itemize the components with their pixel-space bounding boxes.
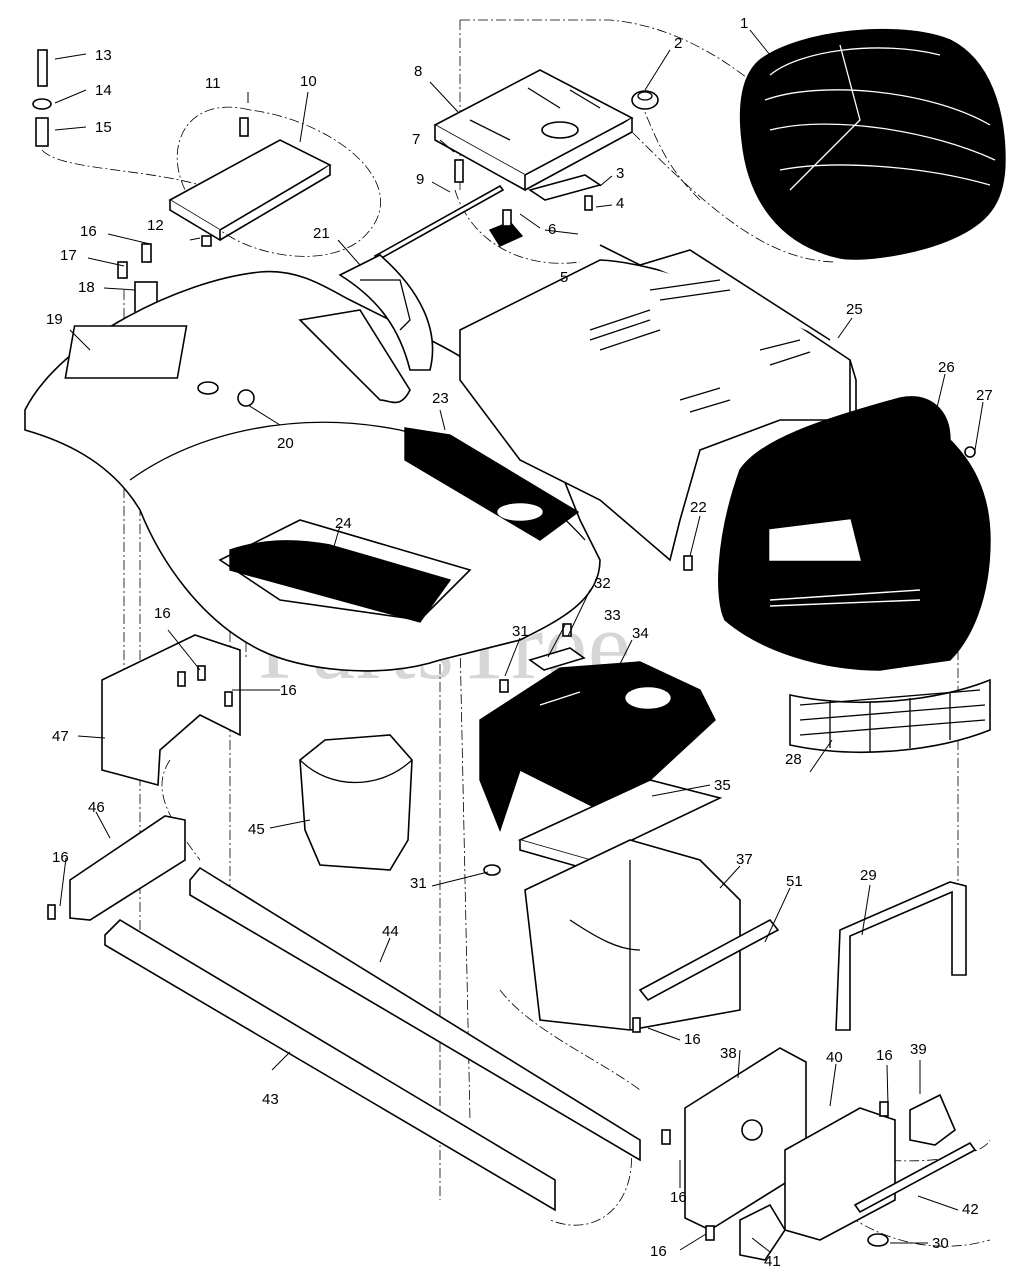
callout-27: 27 <box>976 387 993 404</box>
callout-9: 9 <box>416 171 424 188</box>
seat-bracket <box>32 49 332 247</box>
callout-35: 35 <box>714 777 731 794</box>
seat-hardware <box>373 159 602 262</box>
callout-24: 24 <box>335 515 352 532</box>
callout-40: 40 <box>826 1049 843 1066</box>
callout-38: 38 <box>720 1045 737 1062</box>
frame-rails <box>104 866 641 1212</box>
callout-37: 37 <box>736 851 753 868</box>
seat <box>739 28 1006 260</box>
callout-28: 28 <box>785 751 802 768</box>
callout-34: 34 <box>632 625 649 642</box>
callout-43: 43 <box>262 1091 279 1108</box>
callout-32: 32 <box>594 575 611 592</box>
callout-11: 11 <box>205 75 221 92</box>
callout-39: 39 <box>910 1041 927 1058</box>
callout-5: 5 <box>560 269 568 286</box>
callout-3: 3 <box>616 165 624 182</box>
callout-21: 21 <box>313 225 330 242</box>
callout-23: 23 <box>432 390 449 407</box>
callout-17: 17 <box>60 247 77 264</box>
callout-31b: 31 <box>410 875 427 892</box>
callout-10: 10 <box>300 73 317 90</box>
leader-lines <box>54 29 984 1253</box>
callout-1: 1 <box>740 15 748 32</box>
callout-16-bracket-side: 16 <box>280 682 297 699</box>
callout-42: 42 <box>962 1201 979 1218</box>
callout-2: 2 <box>674 35 682 52</box>
lift-lever-plate <box>338 254 434 371</box>
callout-16-channel: 16 <box>52 849 69 866</box>
callout-44: 44 <box>382 923 399 940</box>
callout-7: 7 <box>412 131 420 148</box>
callout-22: 22 <box>690 499 707 516</box>
callout-26: 26 <box>938 359 955 376</box>
callout-16-lower: 16 <box>650 1243 667 1260</box>
callout-16-bracket-top: 16 <box>154 605 171 622</box>
callout-41: 41 <box>764 1253 781 1270</box>
support-rod <box>638 918 780 1002</box>
bumper-grommet <box>631 90 659 110</box>
front-brackets <box>661 1047 977 1261</box>
callout-16-fender: 16 <box>80 223 97 240</box>
callout-6: 6 <box>548 221 556 238</box>
callout-19: 19 <box>46 311 63 328</box>
hood-bracket <box>835 881 967 1031</box>
callout-51: 51 <box>786 873 803 890</box>
small-fasteners <box>683 446 976 571</box>
footrest-mats <box>229 427 580 623</box>
callout-16-axle: 16 <box>670 1189 687 1206</box>
callout-45: 45 <box>248 821 265 838</box>
callout-29: 29 <box>860 867 877 884</box>
callout-15: 15 <box>95 119 112 136</box>
callout-20: 20 <box>277 435 294 452</box>
callout-labels: 13 14 15 11 10 12 16 17 18 19 20 21 8 7 … <box>46 15 993 1270</box>
callout-12: 12 <box>147 217 164 234</box>
callout-18: 18 <box>78 279 95 296</box>
callout-14: 14 <box>95 82 112 99</box>
callout-46: 46 <box>88 799 105 816</box>
callout-47: 47 <box>52 728 69 745</box>
callout-8: 8 <box>414 63 422 80</box>
callout-4: 4 <box>616 195 624 212</box>
misc-screws <box>47 665 641 1033</box>
callout-30: 30 <box>932 1235 949 1252</box>
callout-25: 25 <box>846 301 863 318</box>
callout-31a: 31 <box>512 623 529 640</box>
seat-pan <box>433 69 634 192</box>
grille-screen <box>789 678 991 754</box>
callout-16-bracket: 16 <box>876 1047 893 1064</box>
hood-panel <box>459 244 857 562</box>
callout-13: 13 <box>95 47 112 64</box>
rear-bracket <box>101 634 241 787</box>
callout-16-support: 16 <box>684 1031 701 1048</box>
dash-support <box>524 839 741 1031</box>
callout-33: 33 <box>604 607 621 624</box>
rear-channel <box>69 815 186 921</box>
battery-box <box>299 734 413 871</box>
grille-housing <box>718 396 991 671</box>
